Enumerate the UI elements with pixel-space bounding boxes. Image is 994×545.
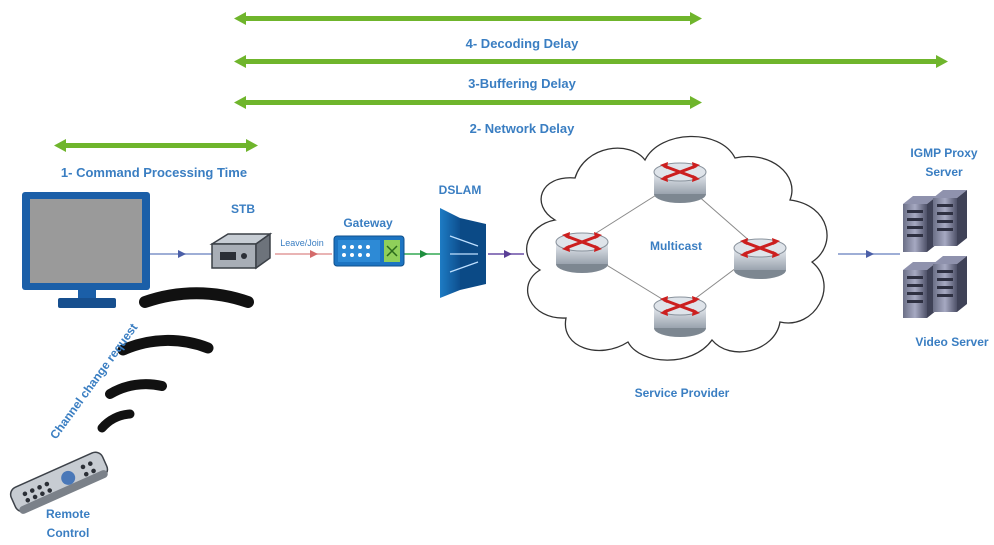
set-top-box-icon <box>209 232 273 270</box>
router-icon-right <box>732 236 788 281</box>
gateway-label: Gateway <box>343 216 393 230</box>
router-icon-top <box>652 160 708 205</box>
network-delay-arrow <box>234 96 702 109</box>
command-processing-arrow <box>54 139 258 152</box>
service-provider-cloud <box>526 135 828 361</box>
buffering-delay-label: 3-Buffering Delay <box>468 76 576 91</box>
server-icon <box>903 190 967 318</box>
igmp-proxy-label-line1: IGMP Proxy <box>910 146 977 160</box>
remote-control-icon <box>9 451 109 514</box>
buffering-delay-arrow <box>234 55 948 68</box>
connection-links <box>150 250 900 258</box>
stb-label: STB <box>231 202 255 216</box>
channel-change-label: Channel change request <box>47 321 140 442</box>
multicast-label: Multicast <box>650 239 702 253</box>
dslam-label: DSLAM <box>439 183 482 197</box>
decoding-delay-arrow <box>234 12 702 25</box>
command-processing-label: 1- Command Processing Time <box>61 165 247 180</box>
dslam-icon <box>440 208 486 298</box>
service-provider-label: Service Provider <box>635 386 730 400</box>
network-delay-label: 2- Network Delay <box>470 121 576 136</box>
remote-label-line1: Remote <box>46 507 90 521</box>
leave-join-label: Leave/Join <box>280 238 324 248</box>
remote-label-line2: Control <box>47 526 90 540</box>
router-icon-bottom <box>652 294 708 339</box>
decoding-delay-label: 4- Decoding Delay <box>466 36 579 51</box>
signal-waves <box>97 287 254 433</box>
router-icon-left <box>554 230 610 275</box>
video-server-label: Video Server <box>915 335 988 349</box>
delay-arrows <box>54 12 948 152</box>
igmp-proxy-label-line2: Server <box>925 165 963 179</box>
gateway-icon <box>333 235 405 267</box>
tv-monitor-icon <box>22 192 150 308</box>
